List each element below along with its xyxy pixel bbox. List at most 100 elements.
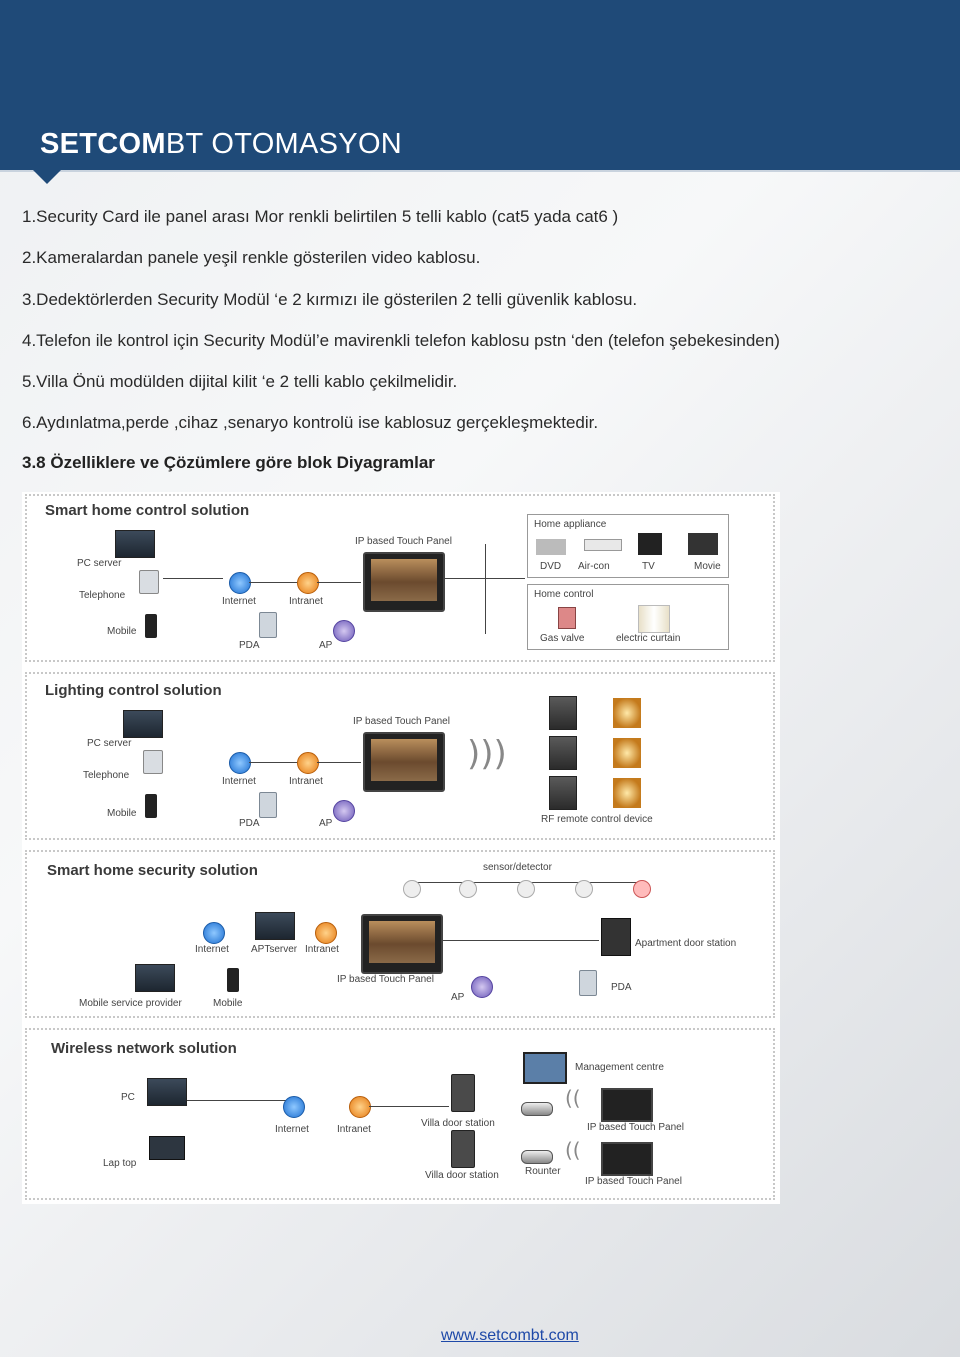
internet-globe-icon [283,1096,305,1118]
connector-line [317,582,361,583]
list-item: 2.Kameralardan panele yeşil renkle göste… [22,248,481,268]
internet-label: Internet [275,1124,309,1135]
wireless-wave-icon: (( [565,1086,581,1110]
touch-panel-2-label: IP based Touch Panel [585,1176,682,1187]
wireless-panel: Wireless network solution PC Lap top Int… [25,1028,775,1200]
pda-label: PDA [239,818,260,829]
mobile-label: Mobile [107,626,137,637]
pda-icon [259,792,277,818]
touch-panel-device [363,552,445,612]
instruction-list: 1.Security Card ile panel arası Mor renk… [22,205,942,453]
aircon-icon [584,539,622,551]
intranet-globe-icon [349,1096,371,1118]
laptop-label: Lap top [103,1158,137,1169]
switch-icon [549,736,577,770]
list-item: 5.Villa Önü modülden dijital kilit ‘e 2 … [22,372,458,392]
intranet-globe-icon [297,572,319,594]
connector-line [485,544,486,634]
management-label: Management centre [575,1062,664,1073]
apt-server-label: APTserver [251,944,298,955]
mobile-icon [145,794,157,818]
movie-icon [688,533,718,555]
pc-server-icon [115,530,155,558]
lighting-panel: Lighting control solution PC server Tele… [25,672,775,840]
pda-icon [579,970,597,996]
ap-icon [333,620,355,642]
list-item: 6.Aydınlatma,perde ,cihaz ,senaryo kontr… [22,413,599,433]
connector-line [443,940,599,941]
connector-line [249,762,297,763]
touch-panel-device [601,1142,653,1176]
ap-label: AP [451,992,465,1003]
list-item: 1.Security Card ile panel arası Mor renk… [22,207,619,226]
wireless-wave-icon: ))) [467,734,507,774]
connector-line [187,1100,287,1101]
lamp-icon [613,738,641,768]
intranet-globe-icon [315,922,337,944]
gas-valve-icon [558,607,576,629]
touch-panel-1-label: IP based Touch Panel [587,1122,684,1133]
header-arrow-icon [33,170,61,184]
router-icon [521,1102,553,1116]
touch-panel-label: IP based Touch Panel [337,974,434,985]
internet-globe-icon [203,922,225,944]
door-station-label: Apartment door station [635,938,737,949]
sensor-icon [575,880,593,898]
home-control-box: Home control Gas valve electric curtain [527,584,729,650]
telephone-label: Telephone [83,770,130,781]
telephone-icon [143,750,163,774]
pda-label: PDA [239,640,260,651]
header-divider [0,170,960,172]
management-icon [523,1052,567,1084]
section-title: 3.8 Özelliklere ve Çözümlere göre blok D… [22,453,435,472]
pc-server-icon [123,710,163,738]
villa-door-icon [451,1130,475,1168]
home-appliance-label: Home appliance [534,519,607,530]
intranet-globe-icon [297,752,319,774]
internet-label: Internet [195,944,229,955]
router-icon [521,1150,553,1164]
sensor-icon [403,880,421,898]
sensor-label: sensor/detector [483,862,552,873]
connector-line [249,582,297,583]
mobile-provider-label: Mobile service provider [79,998,182,1009]
connector-line [369,1106,449,1107]
lamp-icon [613,698,641,728]
intranet-label: Intranet [289,776,323,787]
list-item: 4.Telefon ile kontrol için Security Modü… [22,330,780,350]
panel-title: Smart home security solution [47,862,258,879]
aircon-label: Air-con [578,561,610,572]
switch-icon [549,776,577,810]
telephone-icon [139,570,159,594]
pda-label: PDA [611,982,632,993]
panel-title: Lighting control solution [45,682,222,699]
internet-globe-icon [229,752,251,774]
door-station-icon [601,918,631,956]
touch-panel-label: IP based Touch Panel [353,716,450,727]
home-control-label: Home control [534,589,594,600]
villa-door-1-label: Villa door station [421,1118,495,1129]
mobile-icon [227,968,239,992]
ap-label: AP [319,818,333,829]
tv-icon [638,533,662,555]
touch-panel-device [361,914,443,974]
gas-valve-label: Gas valve [540,633,585,644]
dvd-icon [536,539,566,555]
curtain-icon [638,605,670,633]
security-panel: Smart home security solution sensor/dete… [25,850,775,1018]
smart-home-panel: Smart home control solution PC server Te… [25,494,775,662]
mobile-icon [145,614,157,638]
dvd-label: DVD [540,561,562,572]
intranet-label: Intranet [305,944,339,955]
internet-globe-icon [229,572,251,594]
villa-door-icon [451,1074,475,1112]
footer-website-link[interactable]: www.setcombt.com [441,1327,579,1344]
wireless-wave-icon: (( [565,1138,581,1162]
internet-label: Internet [222,596,256,607]
sensor-icon [517,880,535,898]
brand-bold: SETCOM [40,128,166,160]
rf-device-label: RF remote control device [541,814,653,825]
telephone-label: Telephone [79,590,126,601]
ap-icon [471,976,493,998]
brand-title: SETCOMBT OTOMASYON [40,128,402,161]
